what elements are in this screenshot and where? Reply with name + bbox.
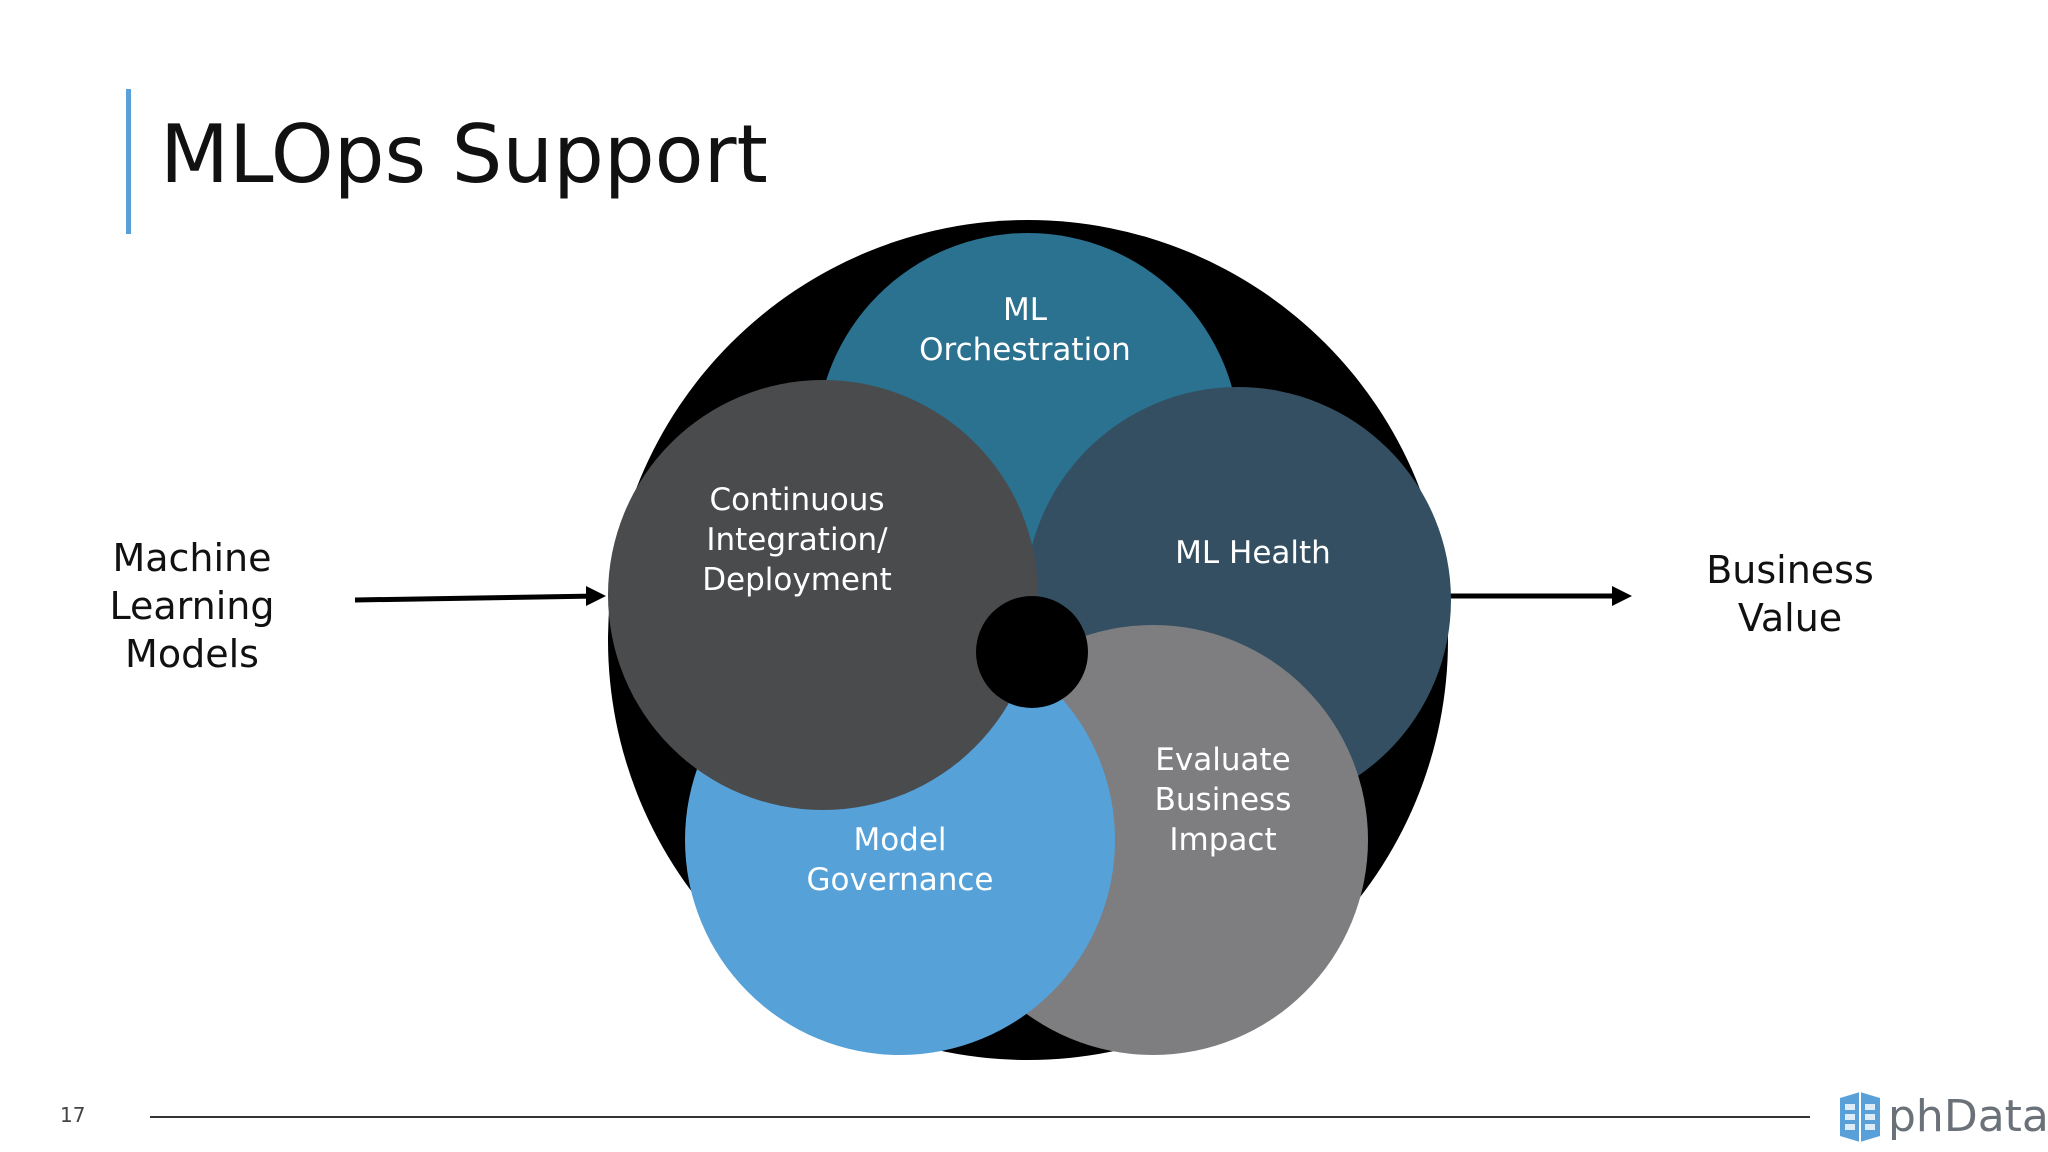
output-arrow-head <box>1612 586 1632 606</box>
circle-label-line: ML <box>1003 292 1048 328</box>
page-number: 17 <box>60 1103 86 1127</box>
circle-label-line: Impact <box>1169 822 1276 858</box>
circle-label-line: Model <box>853 822 946 858</box>
circle-label-health: ML Health <box>1175 535 1331 571</box>
circle-label-line: ML Health <box>1175 535 1331 571</box>
circle-label-line: Deployment <box>702 562 892 598</box>
circle-label-line: Business <box>1155 782 1292 818</box>
circle-label-line: Integration/ <box>706 522 888 558</box>
footer-divider <box>150 1116 1810 1118</box>
input-arrow-head <box>586 586 606 606</box>
center-dot <box>976 596 1088 708</box>
circle-label-orchestration: ML Orchestration <box>919 292 1131 368</box>
circle-label-line: Orchestration <box>919 332 1131 368</box>
brand-logo: phData <box>1838 1088 2048 1144</box>
page-title: MLOps Support <box>160 108 768 201</box>
output-label: Business Value <box>1706 548 1874 640</box>
circle-label-line: Continuous <box>709 482 884 518</box>
circle-label-line: Governance <box>806 862 993 898</box>
brand-name: phData <box>1888 1090 2048 1142</box>
phdata-logo-icon <box>1840 1092 1880 1142</box>
circle-label-line: Evaluate <box>1155 742 1290 778</box>
input-label: Machine Learning Models <box>109 536 275 676</box>
input-arrow-line <box>354 593 599 603</box>
circle-cicd <box>608 380 1038 810</box>
title-accent-bar <box>126 89 131 234</box>
